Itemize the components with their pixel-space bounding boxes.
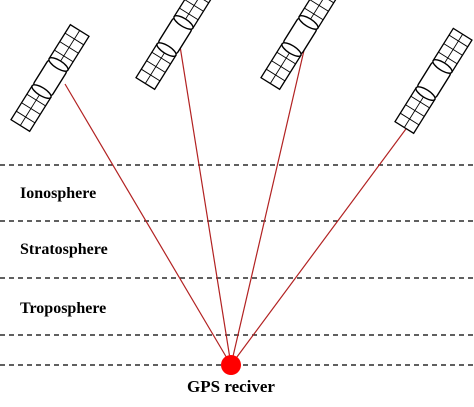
satellite-icon [10, 23, 90, 133]
layer-label-ionosphere: Ionosphere [20, 185, 96, 202]
satellite-3 [260, 0, 340, 91]
layer-label-stratosphere: Stratosphere [20, 241, 108, 258]
satellite-icon [260, 0, 340, 91]
satellite-dish [31, 84, 52, 100]
satellite-2 [135, 0, 215, 91]
satellite-4 [394, 27, 473, 135]
signal-path-4 [230, 82, 441, 366]
signal-path-1 [64, 83, 232, 366]
signal-path-3 [230, 45, 306, 366]
signal-paths [64, 45, 441, 366]
satellite-dish [415, 86, 436, 102]
satellite-dish [281, 42, 302, 58]
gps-receiver-label: GPS reciver [187, 377, 275, 396]
layer-label-troposphere: Troposphere [20, 300, 106, 317]
gps-receiver-dot [221, 355, 241, 375]
satellite-icon [394, 27, 473, 135]
satellite-dish [156, 42, 177, 58]
signal-path-2 [179, 45, 232, 366]
satellite-icon [135, 0, 215, 91]
satellite-1 [10, 23, 90, 133]
